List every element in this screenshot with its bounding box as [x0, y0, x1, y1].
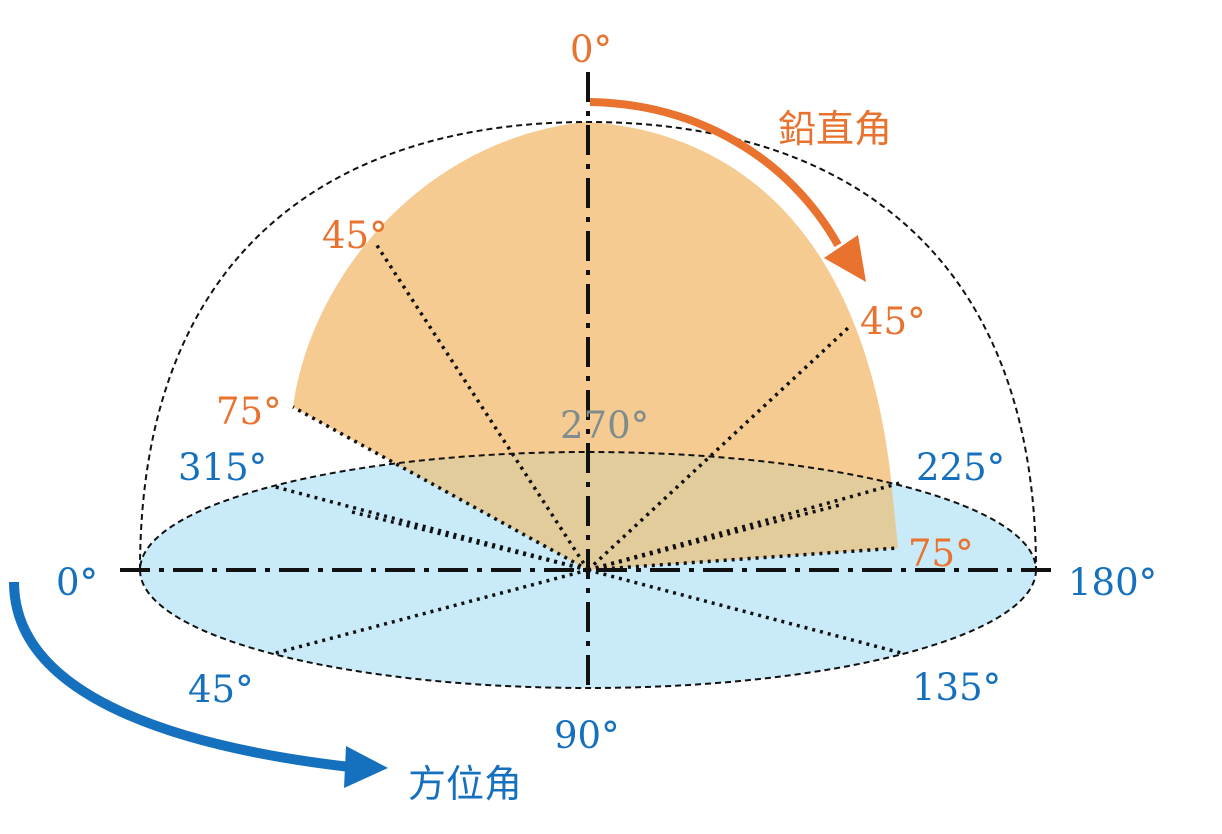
ray-225: [587, 481, 901, 572]
azimuth-label-90: 90°: [554, 714, 620, 757]
ray-right-45: [586, 326, 850, 572]
vertical-label-right-75: 75°: [908, 532, 974, 575]
vertical-angle-title: 鉛直角: [778, 107, 892, 151]
hemisphere-outline: [139, 120, 1037, 571]
azimuth-arrow-icon: [9, 581, 388, 788]
ray-left-75: [292, 405, 589, 572]
azimuth-label-225: 225°: [916, 446, 1005, 489]
azimuth-label-0: 0°: [56, 561, 98, 604]
vertical-label-0: 0°: [570, 28, 612, 71]
azimuth-label-270: 270°: [560, 404, 649, 447]
azimuth-label-315: 315°: [178, 446, 267, 489]
vertical-label-left-75: 75°: [216, 390, 282, 433]
azimuth-label-135: 135°: [912, 666, 1001, 709]
vertical-angle-arrow-icon: [589, 98, 866, 282]
vertical-label-left-45: 45°: [322, 214, 388, 257]
vertical-rays: [292, 243, 899, 572]
ray-45: [271, 568, 589, 656]
ray-right-75: [587, 546, 899, 572]
ray-315: [271, 484, 589, 572]
azimuth-rays: [271, 481, 906, 656]
azimuth-title: 方位角: [408, 762, 522, 806]
ray-310-inner: [351, 510, 589, 572]
ray-right-225-inner: [587, 503, 841, 572]
azimuth-label-45: 45°: [188, 668, 254, 711]
ray-135: [587, 568, 906, 656]
vertical-label-right-45: 45°: [860, 300, 926, 343]
ray-left-45: [374, 243, 590, 571]
azimuth-label-180: 180°: [1068, 561, 1157, 604]
